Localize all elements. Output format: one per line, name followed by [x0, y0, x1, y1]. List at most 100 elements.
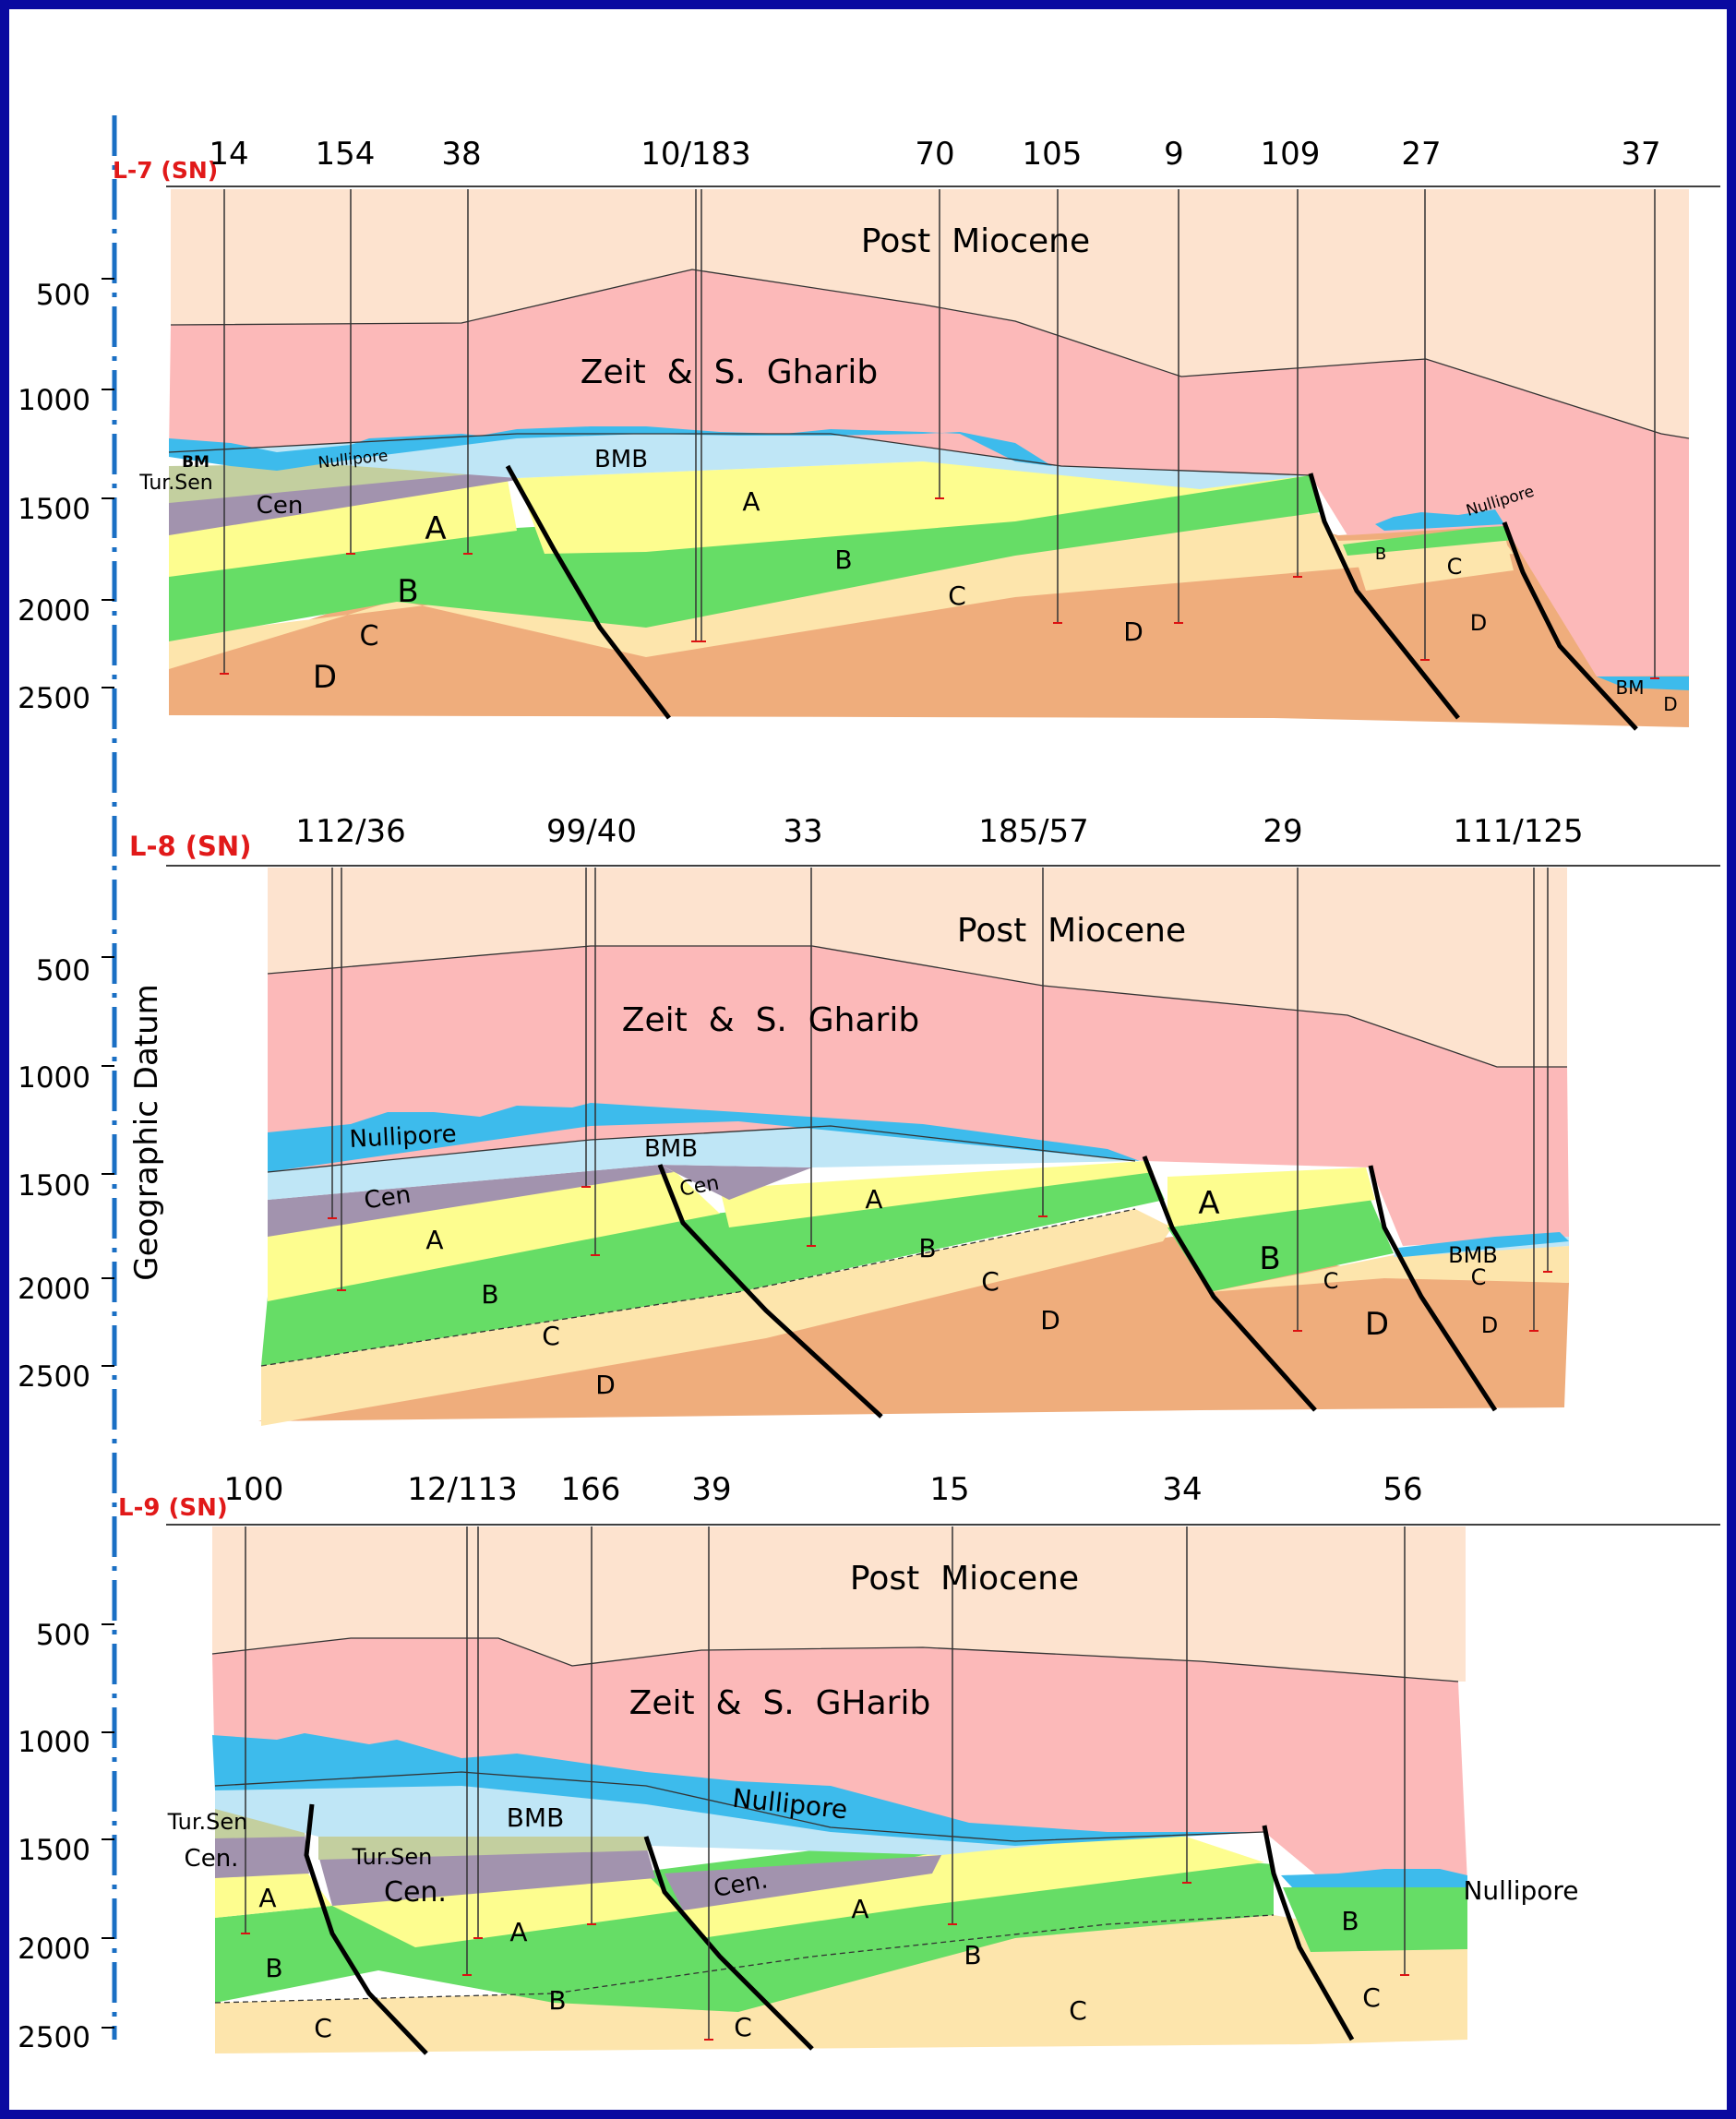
unit-label: A: [851, 1894, 868, 1924]
unit-nullipore: [212, 1733, 1264, 1846]
unit-cen: [215, 1832, 309, 1878]
unit-bmb: [268, 1126, 1135, 1200]
well-label: 109: [1261, 136, 1321, 173]
formation-boundaries: [168, 269, 1690, 476]
unit-label: D: [1470, 610, 1487, 636]
well-label: 9: [1164, 136, 1184, 173]
unit-label: Nullipore: [349, 1120, 458, 1154]
tick-label: 500: [36, 1619, 90, 1652]
fault-line: [643, 1836, 814, 2051]
unit-label: Post Miocene: [850, 1560, 1079, 1598]
unit-label: Zeit & S. Gharib: [581, 353, 878, 391]
unit-label: Zeit & S. Gharib: [622, 1001, 919, 1039]
unit-label: Tur.Sen: [352, 1844, 433, 1870]
tick-label: 1500: [18, 1169, 90, 1203]
unit-label: B: [834, 545, 852, 575]
unit-bmb: [169, 434, 1311, 489]
unit-a: [215, 1869, 332, 1918]
fault-line: [1368, 1165, 1498, 1412]
fault-line: [1308, 473, 1460, 720]
unit-label: Cen: [363, 1181, 413, 1215]
tick-label: 2500: [18, 2021, 90, 2054]
fault-line: [304, 1803, 428, 2055]
unit-post-miocene: [268, 868, 1567, 1067]
unit-label: B: [1259, 1240, 1280, 1277]
unit-label: D: [1123, 617, 1143, 647]
tick-label: 1000: [18, 1726, 90, 1759]
well-label: 34: [1162, 1471, 1202, 1508]
fault-line: [1142, 1155, 1317, 1412]
unit-nullipore: [1281, 1869, 1467, 1887]
section-label: L-7 (SN): [113, 157, 218, 184]
unit-label: C: [948, 581, 966, 611]
well-label: 100: [224, 1471, 284, 1508]
unit-label: C: [542, 1321, 560, 1351]
unit-a: [683, 1832, 1264, 1938]
section-label: L-8 (SN): [129, 831, 251, 862]
tick-label: 500: [36, 279, 90, 312]
fault-line: [657, 1164, 883, 1419]
well-label: 10/183: [641, 136, 751, 173]
unit-label: B: [481, 1279, 498, 1310]
tick-label: 1500: [18, 1834, 90, 1867]
well-label: 33: [783, 813, 822, 850]
tick-label: 2500: [18, 1360, 90, 1394]
unit-label: A: [865, 1184, 882, 1215]
unit-nullipore: [169, 426, 1052, 471]
well-label: 38: [441, 136, 481, 173]
unit-label: A: [258, 1883, 276, 1913]
unit-label: D: [313, 659, 337, 696]
well-lines: [245, 1526, 1406, 2040]
well-label: 70: [915, 136, 954, 173]
tick-label: 2000: [18, 1273, 90, 1306]
unit-post-miocene: [171, 189, 1689, 438]
unit-a: [517, 461, 1311, 554]
formation-boundaries: [211, 1637, 1459, 2004]
well-label: 166: [561, 1471, 621, 1508]
section-l8: L-8 (SN): [129, 813, 1720, 1426]
unit-label: B: [397, 573, 418, 610]
well-label: 99/40: [546, 813, 637, 850]
unit-label: C: [1362, 1982, 1381, 2013]
unit-nullipore: [1398, 1232, 1569, 1257]
well-label: 14: [209, 136, 248, 173]
well-label: 12/113: [407, 1471, 518, 1508]
unit-label: BMB: [1448, 1242, 1498, 1268]
unit-b: [261, 1165, 1165, 1366]
unit-a: [169, 480, 517, 577]
unit-zeit: [169, 269, 1689, 676]
well-label: 56: [1383, 1471, 1422, 1508]
unit-cen: [664, 1855, 941, 1910]
unit-label: C: [1471, 1264, 1487, 1290]
unit-label: D: [1663, 693, 1677, 715]
unit-b: [1343, 524, 1514, 556]
unit-label: BMB: [644, 1135, 698, 1163]
well-label: 15: [929, 1471, 969, 1508]
axis-tick-marks: [102, 278, 114, 2029]
unit-label: A: [742, 486, 760, 517]
axis-title: Geographic Datum: [128, 984, 165, 1281]
tick-label: 2500: [18, 682, 90, 715]
unit-label: B: [1375, 545, 1386, 564]
unit-label: D: [595, 1370, 616, 1400]
section-l9: L-9 (SN): [118, 1471, 1720, 2055]
tick-label: 2000: [18, 1933, 90, 1966]
unit-b: [1283, 1887, 1467, 1952]
unit-c: [1209, 1246, 1569, 1292]
depth-axis: 500 1000 1500 2000 2500 500 1000 1500 20…: [18, 115, 165, 2054]
tick-label: 1000: [18, 384, 90, 417]
unit-label: BM: [182, 453, 210, 472]
unit-zeit: [268, 946, 1569, 1246]
well-label: 112/36: [295, 813, 406, 850]
fault-line: [1262, 1825, 1355, 2041]
unit-zeit: [212, 1638, 1467, 1883]
faults: [304, 1803, 1355, 2055]
well-label: 39: [691, 1471, 731, 1508]
well-label: 27: [1401, 136, 1441, 173]
tick-label: 1500: [18, 493, 90, 526]
unit-label: D: [1481, 1312, 1498, 1338]
unit-label: A: [509, 1917, 527, 1947]
unit-a: [332, 1874, 683, 1947]
unit-a: [268, 1170, 720, 1301]
